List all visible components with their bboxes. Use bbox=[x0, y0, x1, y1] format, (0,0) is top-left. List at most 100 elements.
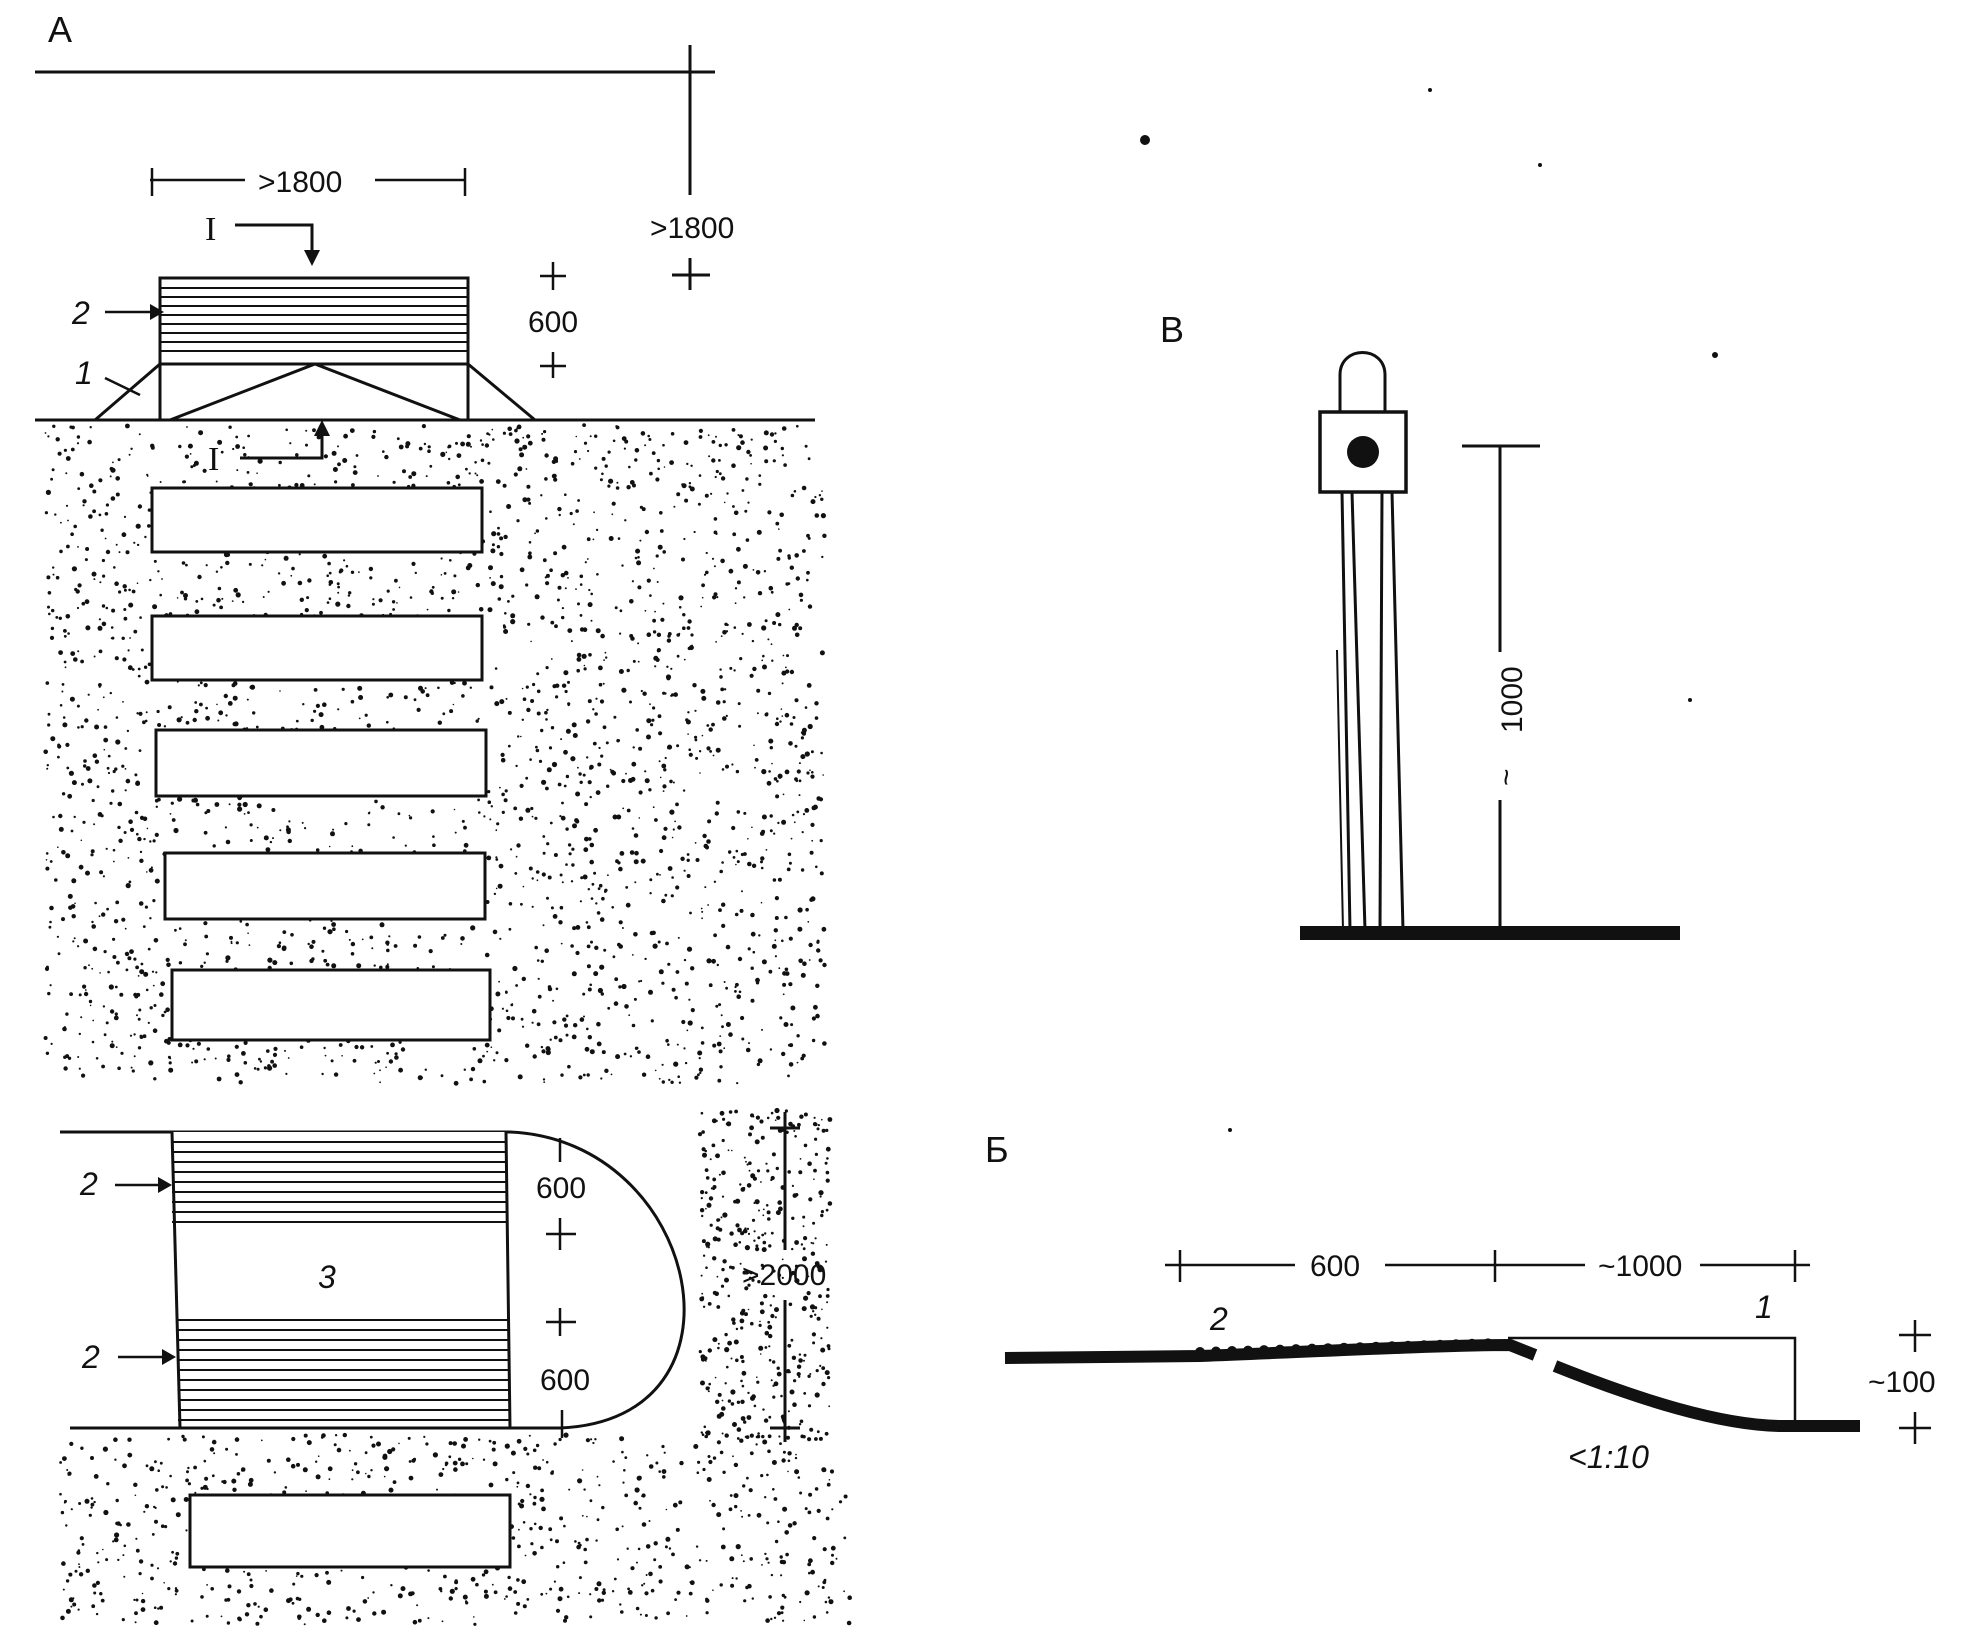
speck bbox=[157, 1607, 160, 1610]
speck bbox=[625, 902, 631, 908]
speck bbox=[169, 1560, 172, 1563]
speck bbox=[233, 721, 239, 727]
speck bbox=[802, 1225, 805, 1228]
speck bbox=[555, 1608, 561, 1613]
speck bbox=[403, 695, 408, 700]
speck bbox=[52, 573, 55, 576]
speck bbox=[816, 939, 820, 943]
speck bbox=[671, 876, 674, 879]
speck bbox=[548, 1527, 553, 1532]
speck bbox=[411, 561, 416, 567]
speck bbox=[606, 784, 610, 788]
speck bbox=[247, 811, 250, 814]
speck bbox=[701, 695, 707, 701]
speck bbox=[413, 943, 418, 948]
speck bbox=[545, 1592, 548, 1595]
speck bbox=[788, 936, 793, 941]
speck bbox=[143, 1510, 146, 1513]
speck bbox=[796, 424, 799, 428]
speck bbox=[462, 680, 467, 686]
speck bbox=[612, 439, 616, 443]
speck bbox=[97, 708, 99, 711]
speck bbox=[235, 435, 239, 439]
speck bbox=[67, 519, 69, 522]
speck bbox=[78, 1572, 84, 1577]
speck bbox=[477, 717, 480, 720]
speck bbox=[321, 949, 325, 953]
speck bbox=[256, 472, 258, 475]
speck bbox=[772, 621, 777, 625]
speck bbox=[383, 1475, 386, 1478]
speck bbox=[111, 1040, 114, 1043]
speck bbox=[129, 637, 132, 639]
speck bbox=[726, 492, 729, 495]
speck bbox=[214, 1057, 217, 1060]
speck bbox=[550, 1471, 554, 1475]
speck bbox=[478, 811, 481, 814]
speck bbox=[658, 1579, 663, 1584]
speck bbox=[328, 571, 332, 575]
speck bbox=[127, 665, 133, 671]
speck bbox=[152, 1028, 158, 1033]
speck bbox=[337, 462, 341, 467]
speck bbox=[579, 614, 583, 617]
speck bbox=[372, 429, 377, 434]
speck bbox=[466, 434, 471, 439]
speck bbox=[176, 597, 179, 599]
speck bbox=[98, 683, 102, 687]
speck bbox=[676, 654, 680, 658]
speck bbox=[121, 764, 125, 768]
speck bbox=[83, 764, 87, 768]
speck bbox=[618, 669, 624, 674]
speck bbox=[579, 574, 584, 579]
speck bbox=[51, 608, 55, 613]
speck bbox=[761, 814, 767, 820]
speck bbox=[431, 965, 435, 969]
speck bbox=[65, 1054, 70, 1059]
speck bbox=[103, 725, 108, 729]
speck bbox=[110, 626, 114, 629]
speck bbox=[463, 825, 467, 830]
speck bbox=[425, 475, 428, 478]
speck bbox=[455, 474, 461, 480]
speck bbox=[85, 547, 90, 551]
section-arrow-bottom bbox=[240, 430, 324, 460]
speck bbox=[688, 752, 693, 757]
speck bbox=[628, 465, 631, 469]
speck bbox=[731, 428, 736, 432]
speck bbox=[144, 535, 147, 539]
speck bbox=[693, 1444, 699, 1449]
speck bbox=[429, 464, 433, 468]
speck bbox=[553, 551, 558, 556]
speck bbox=[627, 1590, 633, 1595]
speck bbox=[557, 1596, 563, 1602]
speck bbox=[217, 719, 220, 722]
speck bbox=[822, 1468, 827, 1472]
speck bbox=[294, 482, 299, 488]
speck bbox=[594, 945, 599, 950]
speck bbox=[656, 649, 660, 653]
speck bbox=[816, 796, 821, 801]
speck bbox=[788, 1371, 791, 1374]
bollard-post bbox=[1350, 491, 1367, 931]
speck bbox=[662, 790, 665, 792]
speck bbox=[396, 602, 398, 604]
speck bbox=[62, 1026, 67, 1032]
speck bbox=[726, 623, 729, 627]
tactile-bumps bbox=[1195, 1338, 1493, 1357]
speck bbox=[809, 1427, 814, 1432]
speck bbox=[113, 860, 115, 863]
speck bbox=[78, 1566, 81, 1568]
speck bbox=[667, 632, 672, 636]
speck bbox=[779, 1016, 783, 1020]
speck bbox=[390, 1042, 395, 1048]
speck bbox=[187, 1466, 190, 1470]
speck bbox=[247, 1481, 253, 1487]
speck bbox=[799, 1491, 803, 1495]
speck bbox=[107, 754, 111, 758]
speck bbox=[810, 1251, 816, 1256]
speck bbox=[751, 1218, 756, 1222]
speck bbox=[715, 1399, 720, 1405]
speck bbox=[822, 962, 827, 968]
speck bbox=[789, 722, 794, 726]
